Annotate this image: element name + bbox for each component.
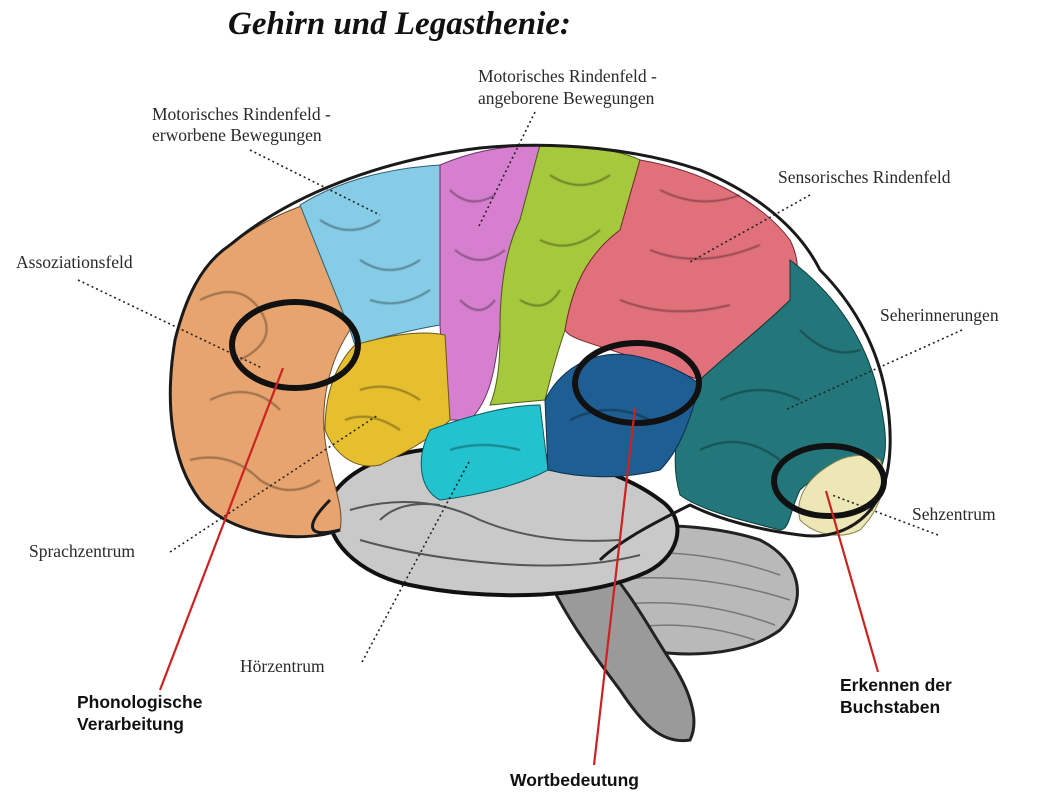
label-sensory: Sensorisches Rindenfeld	[778, 167, 951, 188]
label-motor-acquired-2: erworbene Bewegungen	[152, 125, 322, 146]
diagram-title: Gehirn und Legasthenie:	[228, 6, 571, 43]
label-visual-memory: Seherinnerungen	[880, 305, 999, 326]
label-language: Sprachzentrum	[29, 541, 135, 562]
function-phonological-2: Verarbeitung	[77, 714, 184, 735]
function-phonological-1: Phonologische	[77, 692, 202, 713]
function-letters-1: Erkennen der	[840, 675, 952, 696]
function-word-meaning: Wortbedeutung	[510, 770, 639, 791]
label-hearing: Hörzentrum	[240, 656, 325, 677]
label-motor-acquired-1: Motorisches Rindenfeld -	[152, 104, 331, 125]
label-motor-innate-1: Motorisches Rindenfeld -	[478, 66, 657, 87]
function-letters-2: Buchstaben	[840, 697, 940, 718]
label-motor-innate-2: angeborene Bewegungen	[478, 88, 654, 109]
label-visual-center: Sehzentrum	[912, 504, 996, 525]
label-association: Assoziationsfeld	[16, 252, 133, 273]
